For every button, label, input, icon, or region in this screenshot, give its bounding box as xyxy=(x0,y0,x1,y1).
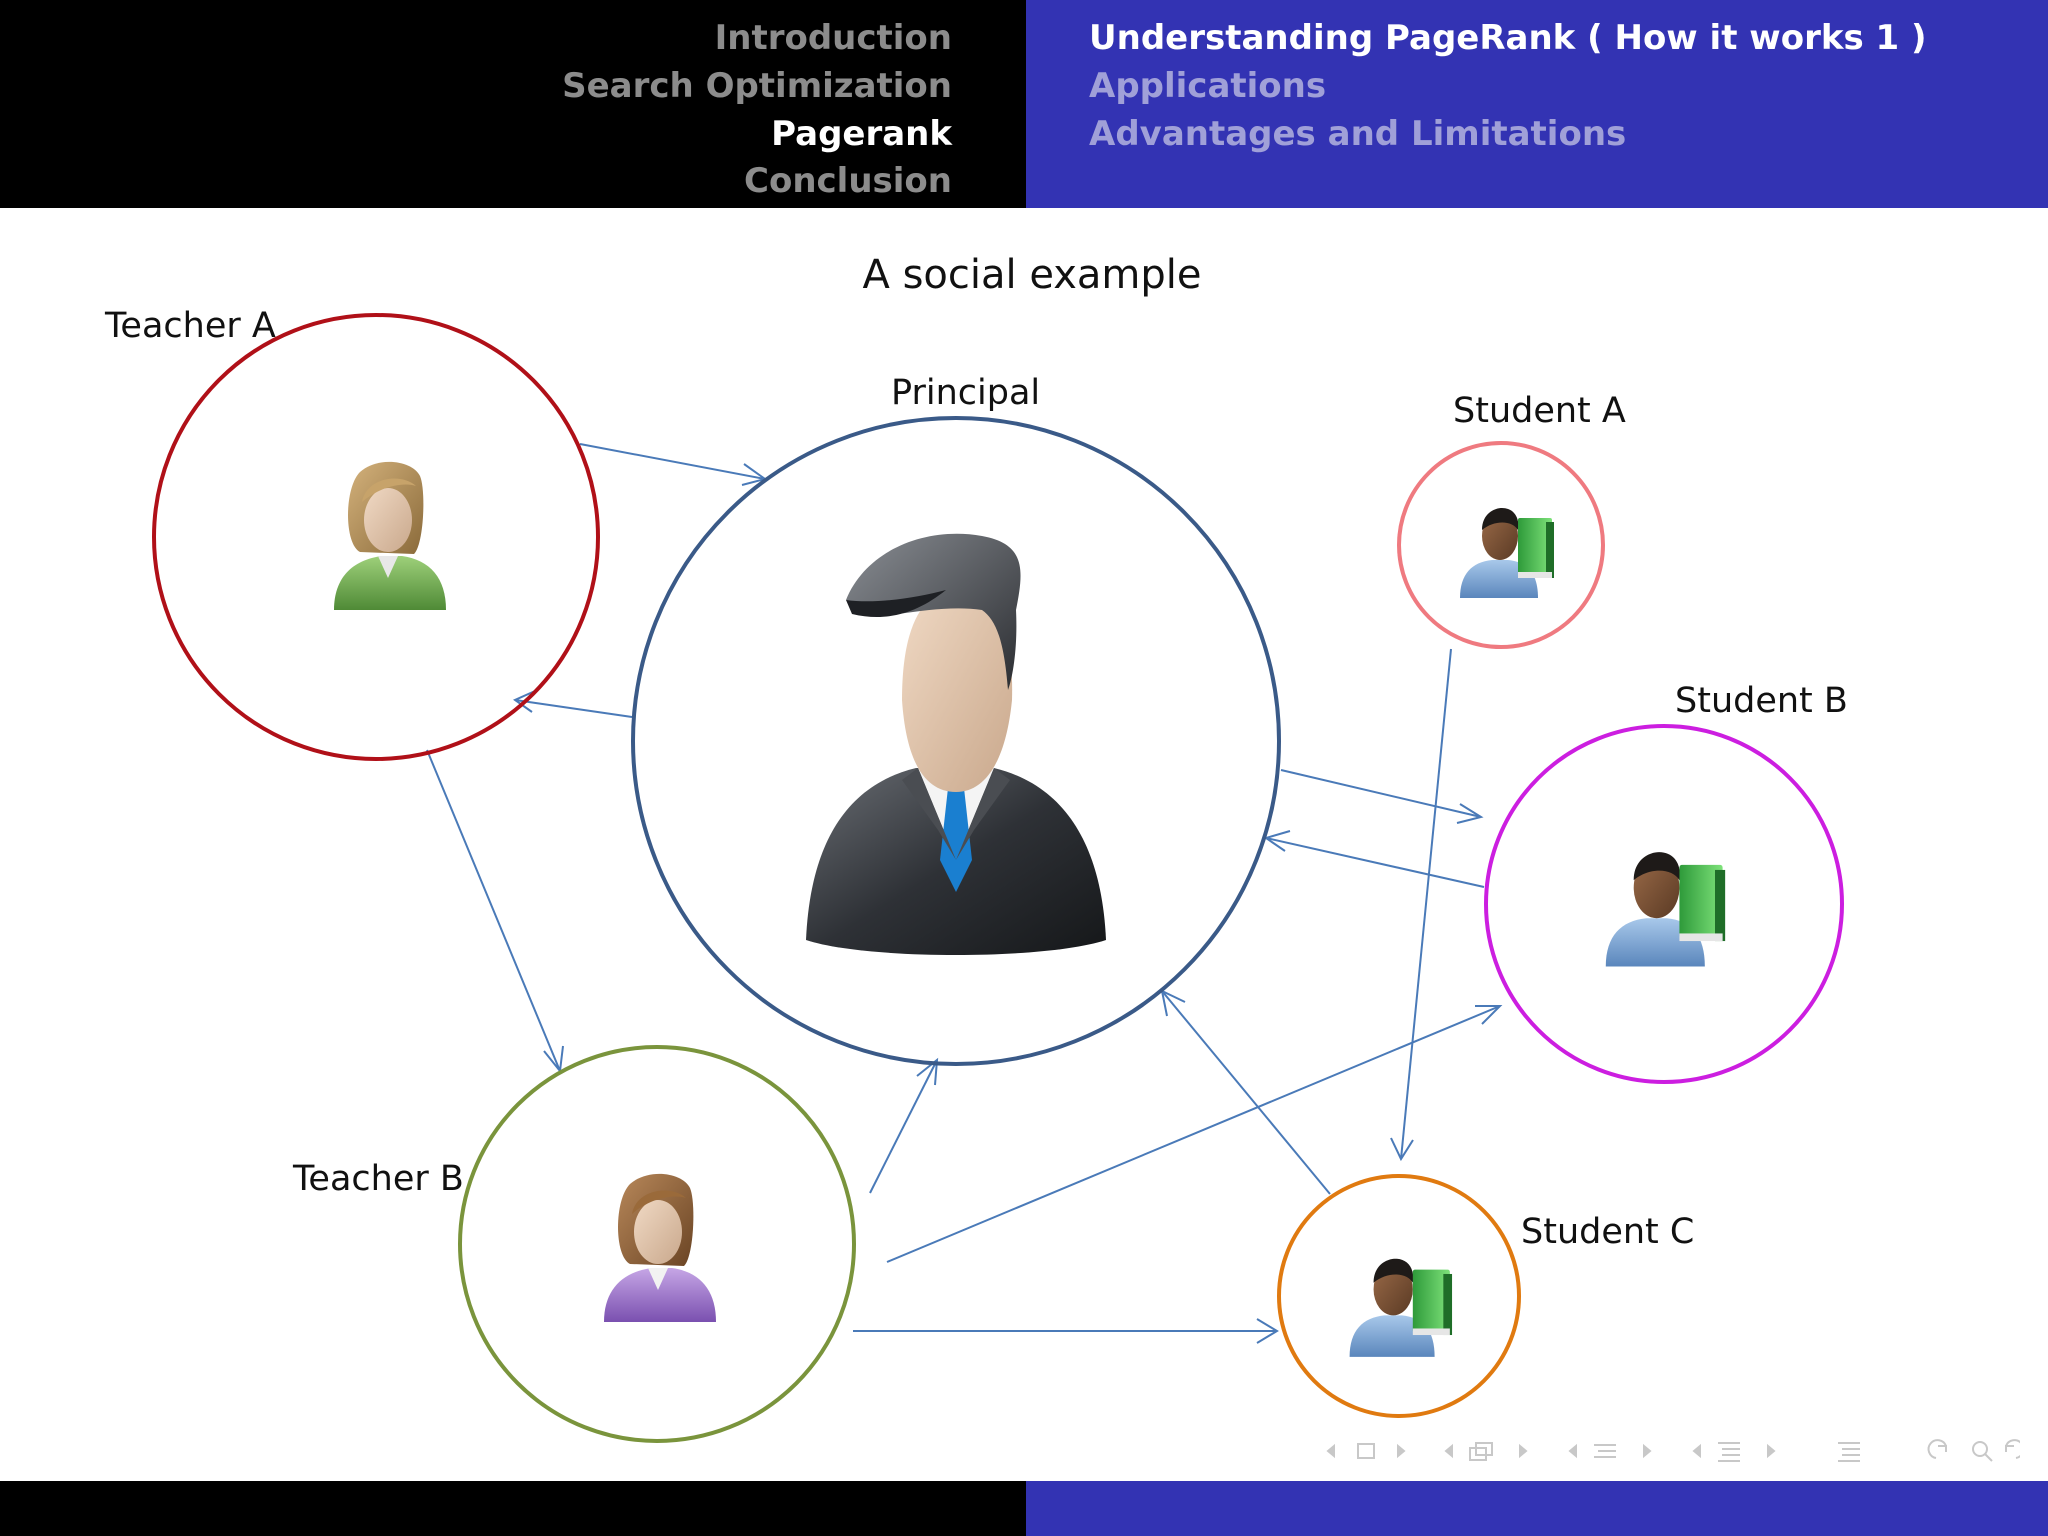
node-student-a xyxy=(1397,441,1605,649)
node-teacher-b xyxy=(458,1045,856,1443)
female-user-icon xyxy=(334,461,446,610)
node-student-b xyxy=(1484,724,1844,1084)
node-circle-student-b xyxy=(1484,724,1844,1084)
label-principal: Principal xyxy=(891,373,1041,413)
toc-icon[interactable] xyxy=(1838,1442,1860,1462)
footer-left-bar xyxy=(0,1481,1026,1536)
label-teacher-b: Teacher B xyxy=(293,1159,464,1199)
beamer-navigation-bar xyxy=(1326,1439,2020,1462)
nav-subsection-advantages-limitations[interactable]: Advantages and Limitations xyxy=(1089,114,1627,154)
header-sections-panel xyxy=(0,0,1026,208)
undo-search-redo-icon[interactable] xyxy=(1927,1439,2020,1462)
nav-section-introduction[interactable]: Introduction xyxy=(714,18,952,58)
node-circle-student-c xyxy=(1277,1174,1521,1418)
edge-teacher-b-to-student-b xyxy=(886,1005,1501,1263)
frame-nav-icon[interactable] xyxy=(1326,1443,1406,1459)
edge-lines xyxy=(426,443,1503,1344)
arrowhead xyxy=(916,1057,939,1086)
edge-teacher-a-to-teacher-b xyxy=(426,749,561,1072)
edge-principal-to-teacher-a xyxy=(514,699,633,718)
student-icon xyxy=(1460,508,1554,598)
label-student-c: Student C xyxy=(1521,1212,1695,1252)
student-icon xyxy=(1605,852,1726,967)
edge-teacher-a-to-principal xyxy=(579,443,766,480)
node-principal xyxy=(631,416,1281,1066)
node-circle-principal xyxy=(631,416,1281,1066)
node-student-c xyxy=(1277,1174,1521,1418)
node-circle-student-a xyxy=(1397,441,1605,649)
edge-principal-to-student-b xyxy=(1280,769,1482,818)
label-teacher-a: Teacher A xyxy=(105,306,276,346)
section-nav-icon[interactable] xyxy=(1568,1443,1652,1459)
label-student-a: Student A xyxy=(1453,391,1626,431)
nav-section-search-optimization[interactable]: Search Optimization xyxy=(562,66,952,106)
node-teacher-a xyxy=(152,313,600,761)
arrowhead xyxy=(1456,803,1484,824)
slide-nav-icon[interactable] xyxy=(1444,1442,1528,1461)
header-subsections-panel xyxy=(1026,0,2048,208)
slide-title: A social example xyxy=(862,252,1202,298)
edge-student-b-to-principal xyxy=(1265,837,1485,888)
female-user-icon xyxy=(604,1173,716,1322)
nav-section-conclusion[interactable]: Conclusion xyxy=(744,161,952,201)
arrowhead xyxy=(1390,1137,1414,1162)
node-circle-teacher-b xyxy=(458,1045,856,1443)
subsection-nav-icon[interactable] xyxy=(1692,1442,1776,1462)
arrowhead xyxy=(1256,1318,1279,1344)
arrowhead xyxy=(543,1045,564,1074)
student-icon xyxy=(1349,1258,1453,1357)
label-student-b: Student B xyxy=(1675,681,1848,721)
edge-teacher-b-to-principal xyxy=(869,1059,938,1194)
nav-subsection-applications[interactable]: Applications xyxy=(1089,66,1327,106)
nav-subsection-understanding-pagerank[interactable]: Understanding PageRank ( How it works 1 … xyxy=(1089,18,1927,58)
nav-section-pagerank[interactable]: Pagerank xyxy=(771,114,952,154)
arrowhead xyxy=(1475,1005,1503,1025)
node-circle-teacher-a xyxy=(152,313,600,761)
edge-student-c-to-principal xyxy=(1161,990,1331,1195)
edge-student-a-to-student-c xyxy=(1400,648,1452,1160)
arrowhead xyxy=(512,690,536,713)
businessman-icon xyxy=(806,533,1106,955)
footer-right-bar xyxy=(1026,1481,2048,1536)
